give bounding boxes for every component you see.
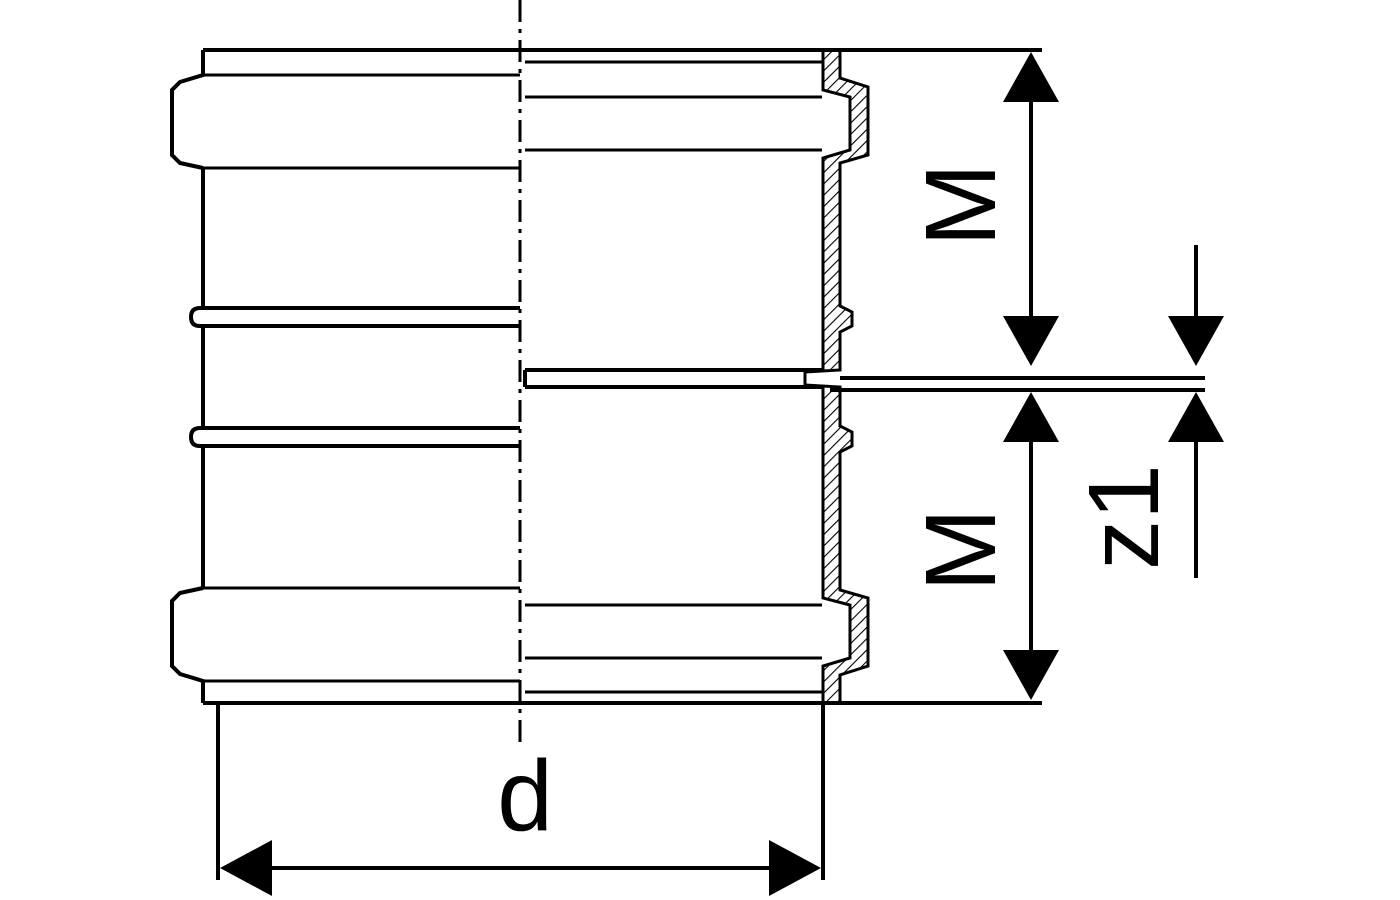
wall-section bbox=[803, 48, 870, 705]
dimension-m-bottom: M bbox=[830, 388, 1205, 705]
m-top-label: M bbox=[905, 163, 1017, 246]
d-label: d bbox=[497, 740, 553, 852]
dimension-m-top: M bbox=[840, 48, 1205, 380]
dimension-d: d bbox=[216, 703, 825, 896]
z1-label: z1 bbox=[1068, 464, 1180, 570]
section-view bbox=[520, 48, 870, 705]
exterior-view bbox=[170, 48, 520, 705]
dimension-z1: z1 bbox=[1068, 245, 1224, 578]
m-bottom-label: M bbox=[905, 508, 1017, 591]
